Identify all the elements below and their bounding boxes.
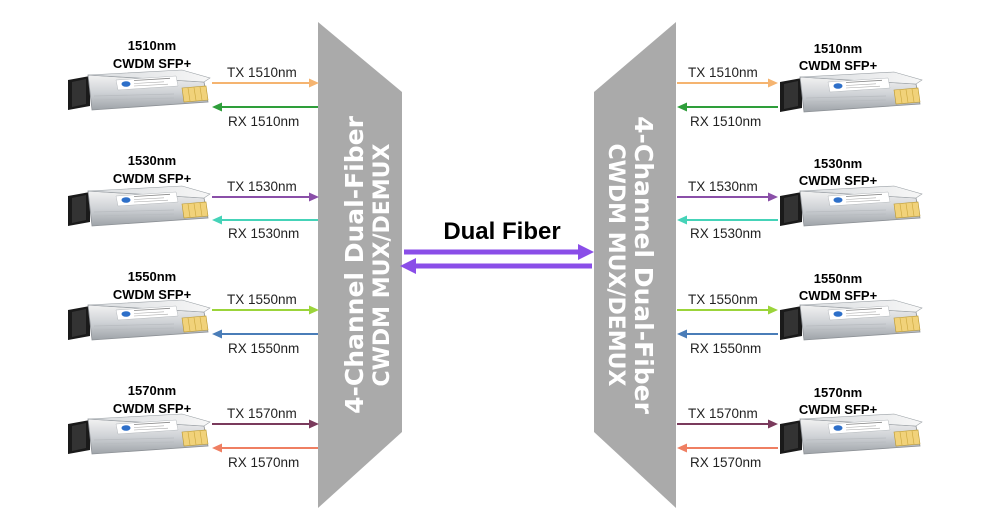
rx-label: RX 1550nm [690, 341, 761, 356]
rx-label: RX 1510nm [228, 114, 299, 129]
sfp-module-icon [779, 71, 923, 113]
tx-arrow-head [309, 419, 319, 429]
tx-label: TX 1510nm [227, 65, 297, 80]
sfp-module-icon [779, 185, 923, 227]
fiber-arrow-right [578, 244, 594, 260]
rx-label: RX 1530nm [228, 226, 299, 241]
left-channels: 1510nm CWDM SFP+ TX 1510nm RX 1510nm 153… [67, 38, 319, 470]
module-wavelength: 1530nm [814, 156, 862, 171]
rx-label: RX 1550nm [228, 341, 299, 356]
sfp-module-icon [67, 299, 211, 341]
module-wavelength: 1510nm [814, 41, 862, 56]
right-channel-1570: 1570nm CWDM SFP+ TX 1570nm RX 1570nm [677, 385, 923, 470]
module-type: CWDM SFP+ [799, 288, 878, 303]
tx-arrow-head [768, 419, 778, 429]
tx-arrow-head [309, 78, 319, 88]
tx-arrow-head [768, 192, 778, 202]
module-wavelength: 1570nm [814, 385, 862, 400]
tx-arrow-head [768, 78, 778, 88]
rx-arrow-head [212, 102, 222, 112]
mux-left-title: 4-Channel Dual-Fiber [340, 115, 369, 413]
rx-arrow-head [212, 329, 222, 339]
tx-arrow-head [309, 192, 319, 202]
right-channels: 1510nm CWDM SFP+ TX 1510nm RX 1510nm 153… [677, 41, 923, 470]
fiber-arrow-left [400, 258, 416, 274]
module-wavelength: 1550nm [128, 269, 176, 284]
sfp-module-icon [67, 69, 211, 111]
module-type: CWDM SFP+ [799, 58, 878, 73]
mux-right-subtitle: CWDM MUX/DEMUX [603, 144, 628, 387]
sfp-module-icon [67, 185, 211, 227]
right-channel-1510: 1510nm CWDM SFP+ TX 1510nm RX 1510nm [677, 41, 923, 129]
sfp-module-icon [779, 299, 923, 341]
left-channel-1510: 1510nm CWDM SFP+ TX 1510nm RX 1510nm [67, 38, 319, 129]
mux-right-body [594, 22, 676, 508]
rx-label: RX 1510nm [690, 114, 761, 129]
tx-label: TX 1530nm [688, 179, 758, 194]
rx-label: RX 1570nm [228, 455, 299, 470]
module-type: CWDM SFP+ [799, 173, 878, 188]
tx-arrow-head [309, 305, 319, 315]
tx-label: TX 1510nm [688, 65, 758, 80]
dual-fiber-link [400, 244, 594, 274]
rx-arrow-head [677, 215, 687, 225]
module-wavelength: 1510nm [128, 38, 176, 53]
tx-label: TX 1550nm [688, 292, 758, 307]
sfp-module-icon [67, 413, 211, 455]
module-type: CWDM SFP+ [799, 402, 878, 417]
right-channel-1530: 1530nm CWDM SFP+ TX 1530nm RX 1530nm [677, 156, 923, 241]
tx-label: TX 1570nm [688, 406, 758, 421]
tx-label: TX 1530nm [227, 179, 297, 194]
module-type: CWDM SFP+ [113, 171, 192, 186]
module-wavelength: 1570nm [128, 383, 176, 398]
tx-label: TX 1550nm [227, 292, 297, 307]
sfp-module-icon [779, 413, 923, 455]
mux-right-title: 4-Channel Dual-Fiber [629, 116, 658, 414]
mux-left-body [318, 22, 402, 508]
rx-label: RX 1570nm [690, 455, 761, 470]
module-type: CWDM SFP+ [113, 287, 192, 302]
rx-label: RX 1530nm [690, 226, 761, 241]
mux-left-subtitle: CWDM MUX/DEMUX [370, 143, 395, 386]
rx-arrow-head [677, 329, 687, 339]
dual-fiber-label: Dual Fiber [443, 218, 560, 245]
rx-arrow-head [212, 443, 222, 453]
rx-arrow-head [212, 215, 222, 225]
tx-label: TX 1570nm [227, 406, 297, 421]
left-channel-1550: 1550nm CWDM SFP+ TX 1550nm RX 1550nm [67, 269, 319, 356]
module-type: CWDM SFP+ [113, 401, 192, 416]
tx-arrow-head [768, 305, 778, 315]
module-type: CWDM SFP+ [113, 56, 192, 71]
left-channel-1530: 1530nm CWDM SFP+ TX 1530nm RX 1530nm [67, 153, 319, 241]
rx-arrow-head [677, 102, 687, 112]
rx-arrow-head [677, 443, 687, 453]
left-channel-1570: 1570nm CWDM SFP+ TX 1570nm RX 1570nm [67, 383, 319, 470]
right-channel-1550: 1550nm CWDM SFP+ TX 1550nm RX 1550nm [677, 271, 923, 356]
module-wavelength: 1550nm [814, 271, 862, 286]
module-wavelength: 1530nm [128, 153, 176, 168]
